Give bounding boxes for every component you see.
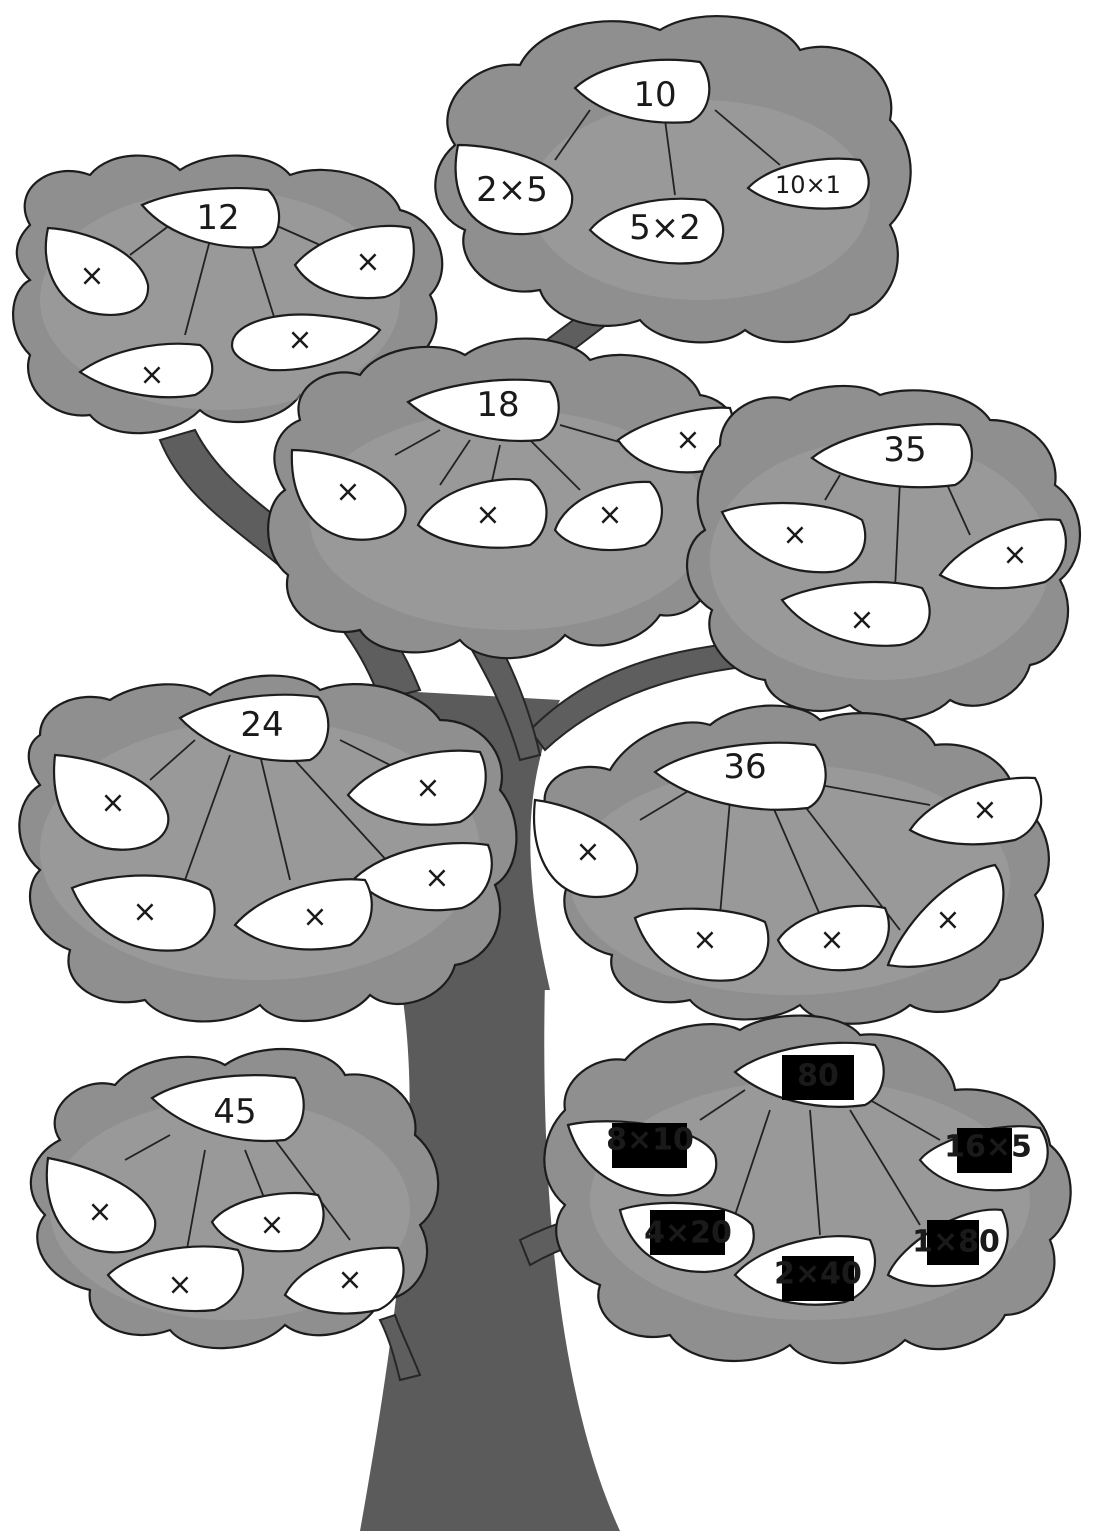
factor-label: ×: [1002, 538, 1027, 573]
factor-tree-36: 36 × × × × ×: [534, 706, 1049, 1024]
root-number: 35: [883, 430, 926, 470]
factor-label: ×: [972, 793, 997, 828]
factor-label: 5×2: [629, 208, 701, 248]
factor-label: 16×5: [944, 1130, 1032, 1165]
factor-label: 1×80: [912, 1225, 1000, 1260]
root-number: 12: [196, 198, 239, 238]
factor-label: ×: [259, 1208, 284, 1243]
factor-label: 4×20: [644, 1216, 732, 1251]
root-number: 45: [213, 1092, 256, 1132]
factor-tree-35: 35 × × ×: [687, 386, 1080, 719]
factor-tree-10: 10 2×5 5×2 10×1: [435, 16, 910, 342]
factor-label: ×: [355, 245, 380, 280]
factor-label: ×: [337, 1263, 362, 1298]
factor-label: ×: [782, 518, 807, 553]
root-number: 24: [240, 705, 283, 745]
factor-label: ×: [424, 861, 449, 896]
factor-label: ×: [675, 423, 700, 458]
factor-label: ×: [415, 771, 440, 806]
factor-tree-80: 80 8×10 16×5 4×20 2×40 1×80: [544, 1016, 1070, 1364]
factor-label: 8×10: [606, 1123, 694, 1158]
root-number: 36: [723, 747, 766, 787]
factor-label: ×: [935, 903, 960, 938]
factor-label: 2×40: [774, 1257, 862, 1292]
factor-label: ×: [819, 923, 844, 958]
factor-tree-18: 18 × × × ×: [268, 339, 744, 659]
factor-label: ×: [335, 475, 360, 510]
factor-label: ×: [79, 259, 104, 294]
factor-label: ×: [132, 895, 157, 930]
factor-label: ×: [849, 603, 874, 638]
factor-tree-45: 45 × × × ×: [31, 1049, 438, 1348]
factor-label: ×: [575, 835, 600, 870]
factor-label: ×: [167, 1268, 192, 1303]
factor-label: ×: [475, 498, 500, 533]
factor-label: 10×1: [775, 171, 841, 199]
root-number: 80: [797, 1059, 839, 1094]
factor-tree-24: 24 × × × × ×: [19, 676, 516, 1022]
factor-label: ×: [692, 923, 717, 958]
factor-label: ×: [597, 498, 622, 533]
root-number: 18: [476, 385, 519, 425]
factor-label: ×: [87, 1195, 112, 1230]
root-number: 10: [633, 75, 676, 115]
factor-label: ×: [287, 323, 312, 358]
factor-label: ×: [302, 900, 327, 935]
factor-label: ×: [100, 786, 125, 821]
factor-label: 2×5: [476, 170, 548, 210]
factor-label: ×: [139, 358, 164, 393]
